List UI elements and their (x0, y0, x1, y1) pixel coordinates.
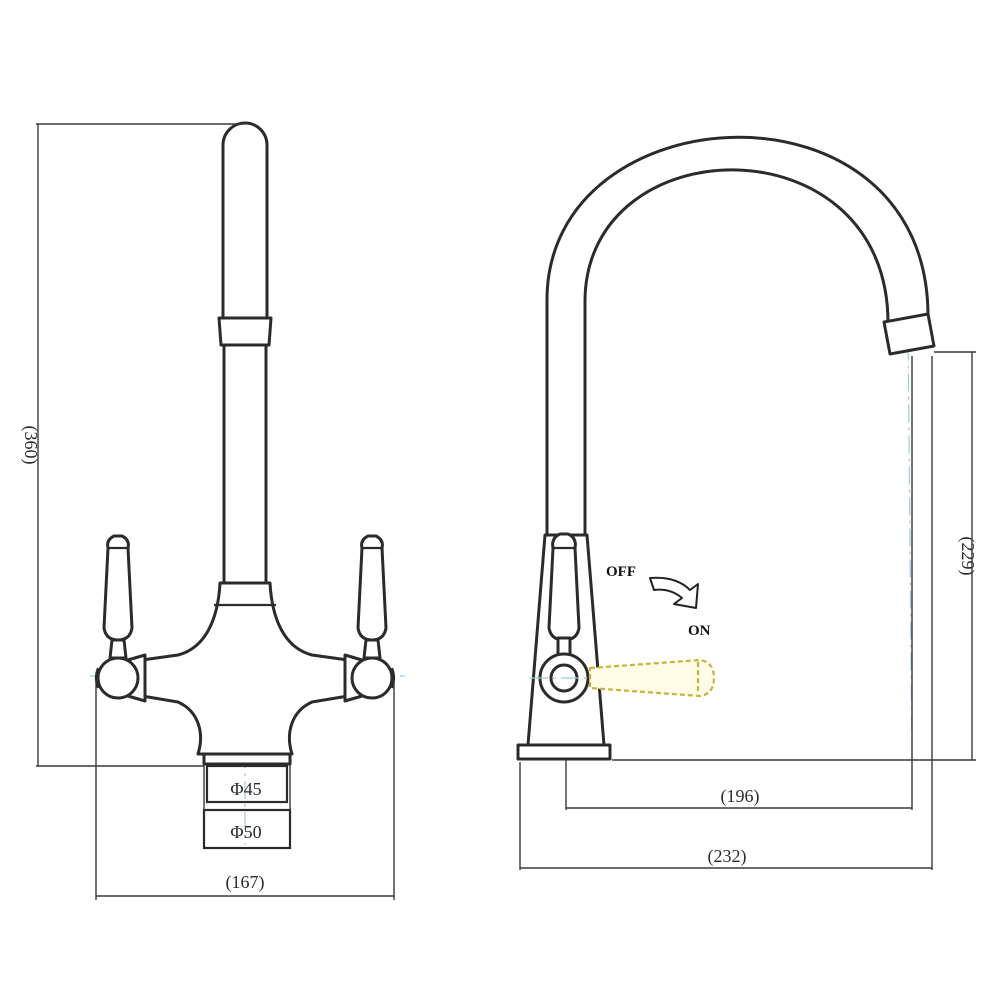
side-lever-handle (547, 532, 581, 642)
front-right-valve-ball (350, 656, 394, 700)
side-view: OFF ON (229) (196) (232) (516, 135, 978, 870)
side-gooseneck-spout (545, 135, 930, 542)
side-depth-dimension-label: (232) (708, 846, 747, 867)
front-left-valve-ball (96, 656, 140, 700)
front-base-diameter-50-label: Φ50 (230, 822, 261, 842)
front-base-diameter-45-box (205, 764, 289, 804)
side-drop-dimension-label: (229) (957, 537, 978, 576)
front-body (140, 581, 350, 756)
front-left-valve-cap (94, 667, 100, 689)
front-base-diameter-50-box (202, 808, 292, 850)
front-right-valve-cap (390, 667, 396, 689)
side-spout-outlet (882, 312, 936, 356)
side-lever-on-position-ghost (588, 658, 716, 698)
side-base-plate (516, 743, 612, 761)
front-left-valve-stem (108, 638, 128, 660)
front-right-lever-handle (356, 534, 388, 642)
off-to-on-arrow-icon (649, 576, 699, 609)
front-spout-upper-tube (221, 121, 269, 320)
front-spout-lower-tube (222, 343, 268, 587)
front-width-dimension-label: (167) (226, 872, 265, 893)
front-base-diameter-45-label: Φ45 (230, 779, 261, 799)
front-base-ring (202, 752, 292, 766)
front-right-valve-stem (362, 638, 382, 660)
front-height-dimension-label: (360) (20, 426, 41, 465)
front-left-lever-handle (102, 534, 134, 642)
side-reach-dimension-label: (196) (721, 786, 760, 807)
side-lever-off-label: OFF (606, 564, 636, 580)
side-lever-on-label: ON (688, 623, 711, 639)
front-view: (360) (167) Φ45 Φ50 (20, 121, 405, 900)
front-spout-collar (217, 316, 273, 347)
